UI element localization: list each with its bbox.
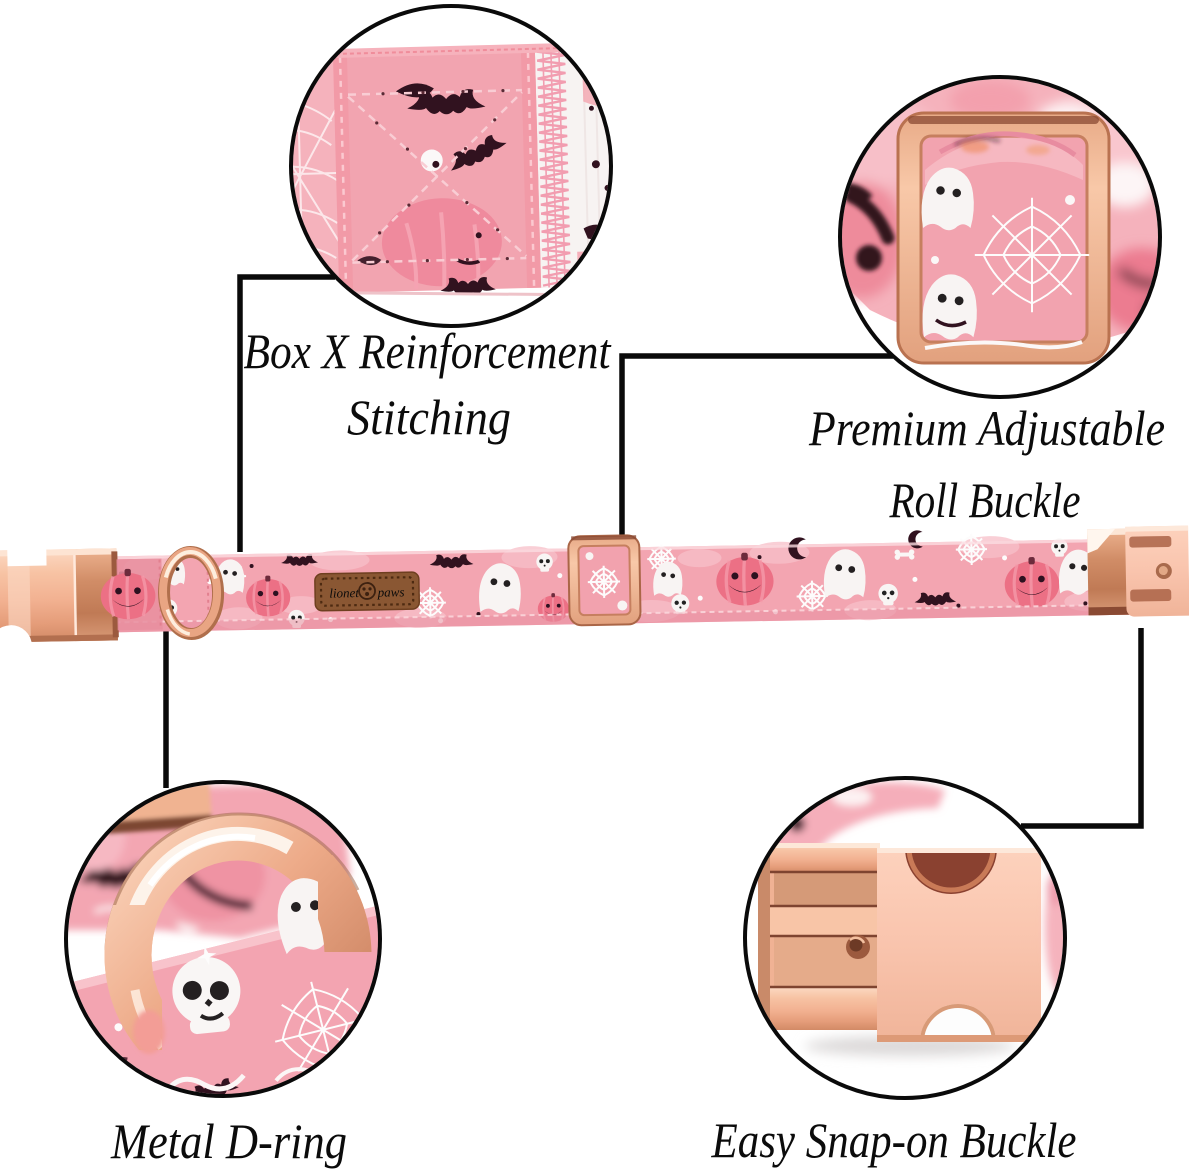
svg-text:lionet: lionet [329,585,359,601]
svg-text:Premium Adjustable: Premium Adjustable [808,400,1165,456]
svg-text:Stitching: Stitching [347,389,511,445]
svg-text:paws: paws [377,584,405,599]
svg-text:Metal D-ring: Metal D-ring [110,1113,347,1169]
svg-text:Roll Buckle: Roll Buckle [889,472,1081,528]
svg-text:Box X Reinforcement: Box X Reinforcement [244,323,612,379]
svg-text:Easy Snap-on Buckle: Easy Snap-on Buckle [711,1112,1077,1168]
